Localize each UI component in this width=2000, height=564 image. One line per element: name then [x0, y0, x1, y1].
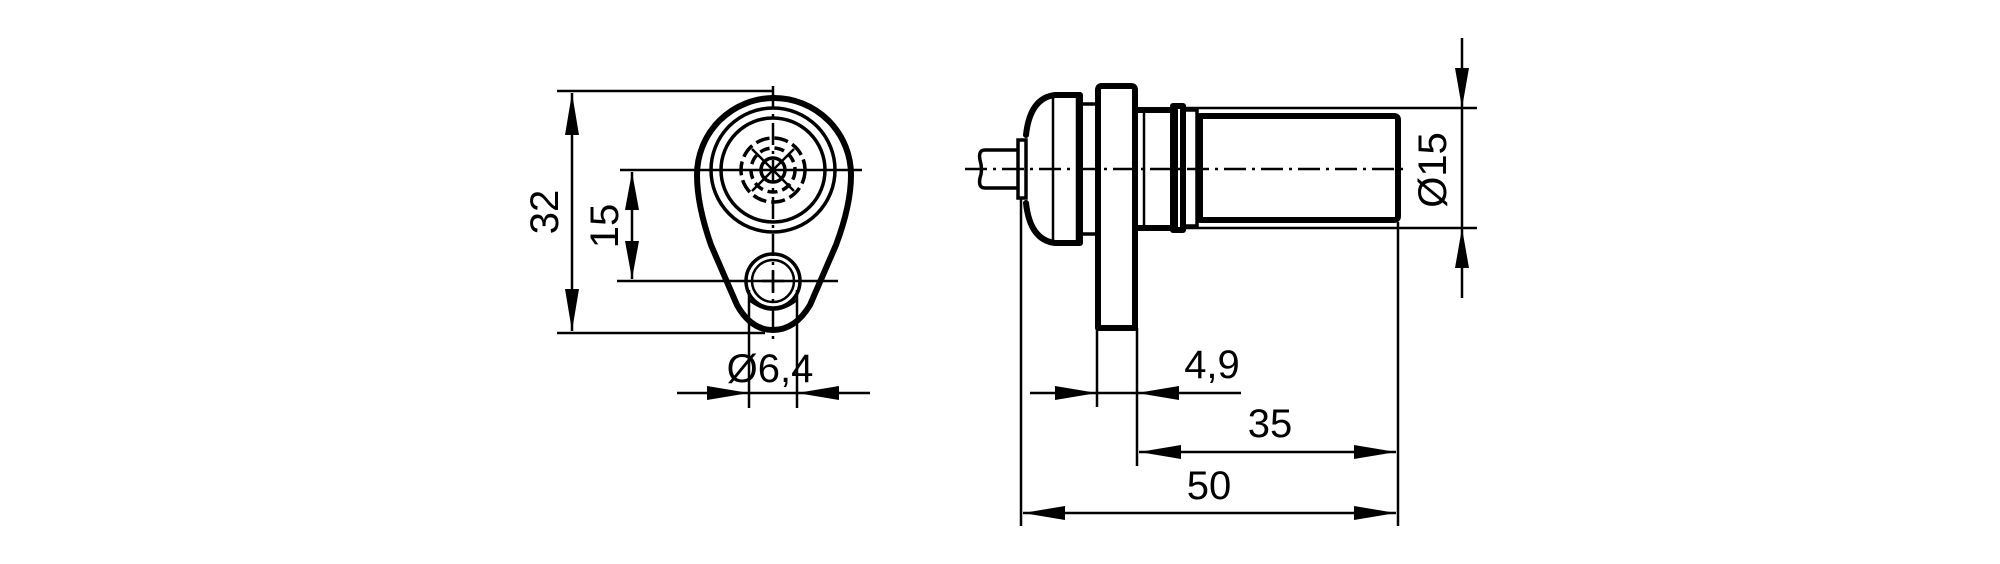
dim-hole-diameter: Ø6,4	[677, 290, 870, 408]
dim-overall-length: 50	[1023, 464, 1396, 520]
mounting-flange	[1095, 83, 1138, 331]
front-view: 32 15 Ø6,4	[523, 86, 870, 408]
housing-outline	[694, 95, 854, 333]
dim-overall-height: 32	[523, 89, 773, 335]
dim-hole-spacing: 15	[583, 172, 639, 279]
dim-label-15: 15	[583, 204, 627, 249]
dim-flange-thickness: 4,9	[1030, 343, 1241, 400]
dim-label-15-diameter: Ø15	[1411, 132, 1455, 208]
side-view: Ø15 4,9 35 50	[965, 38, 1477, 526]
dim-label-6-4: Ø6,4	[727, 347, 814, 391]
dim-barrel-diameter: Ø15	[1411, 38, 1469, 298]
dim-barrel-length: 35	[1139, 402, 1396, 459]
dim-label-50: 50	[1187, 464, 1232, 508]
dim-label-32: 32	[523, 190, 567, 235]
sensor-barrel	[1197, 113, 1401, 223]
dim-label-4-9: 4,9	[1184, 343, 1240, 387]
dim-label-35: 35	[1248, 402, 1293, 446]
